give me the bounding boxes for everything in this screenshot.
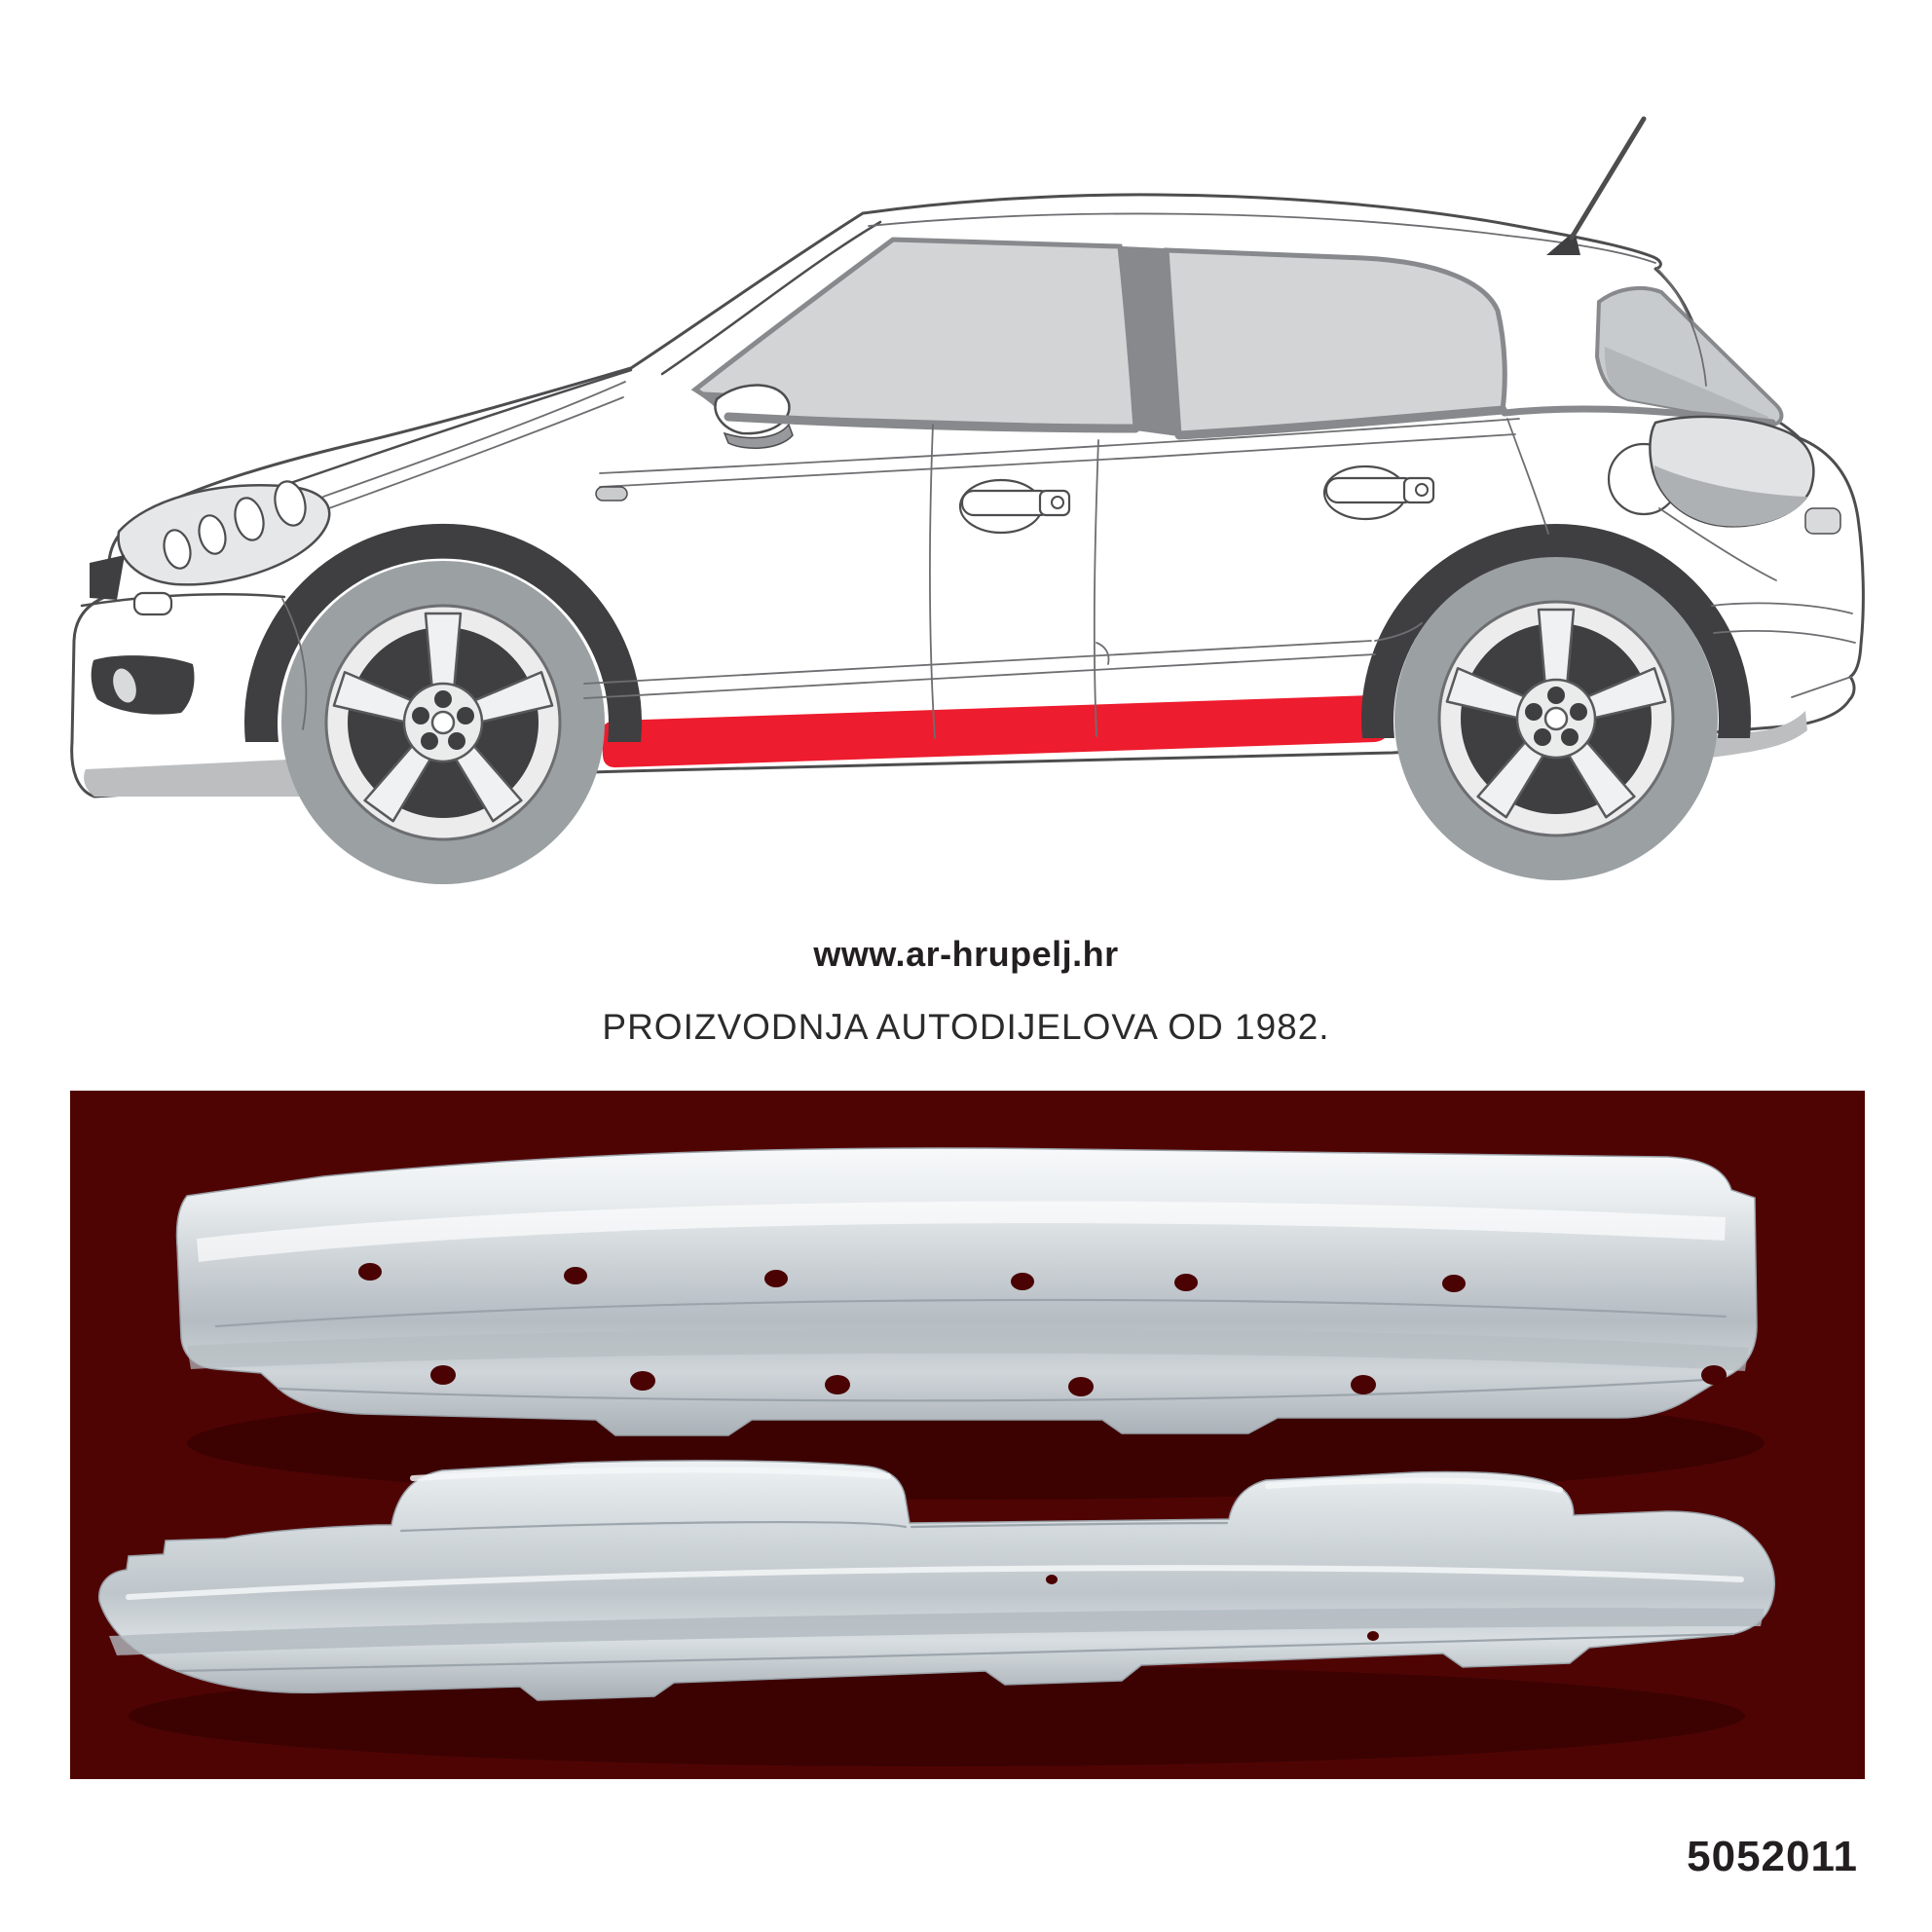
b-pillar: [1122, 246, 1178, 436]
sill-panel-inner: [175, 1147, 1758, 1436]
front-bumper-lip: [84, 760, 353, 797]
highlighted-rocker-panel: [602, 694, 1389, 768]
headlight-washer: [132, 591, 173, 616]
tagline: PROIZVODNJA AUTODIJELOVA OD 1982.: [602, 1007, 1330, 1047]
side-indicator: [595, 486, 628, 502]
quarter-window: [1594, 285, 1784, 427]
front-wheel-arch: [244, 523, 643, 742]
rear-wheel: [1393, 555, 1720, 882]
front-door-handle: [958, 478, 1071, 535]
car-side-diagram: [70, 116, 1865, 886]
sill-panel-outer: [98, 1460, 1776, 1701]
rear-door-handle: [1322, 464, 1435, 521]
headlight: [117, 480, 331, 586]
branding-block: www.ar-hrupelj.hr PROIZVODNJA AUTODIJELO…: [0, 933, 1932, 1050]
rear-wheel-arch: [1361, 524, 1751, 738]
grille: [90, 555, 125, 600]
rear-door-window: [1164, 247, 1507, 438]
rear-reflector: [1804, 507, 1841, 535]
front-wheel: [279, 559, 607, 886]
website-url: www.ar-hrupelj.hr: [813, 934, 1119, 974]
taillight: [1649, 415, 1815, 528]
roof-antenna: [1546, 116, 1647, 255]
part-photo: [70, 1091, 1865, 1779]
part-number: 5052011: [1687, 1833, 1858, 1880]
fog-lamp: [91, 655, 195, 715]
